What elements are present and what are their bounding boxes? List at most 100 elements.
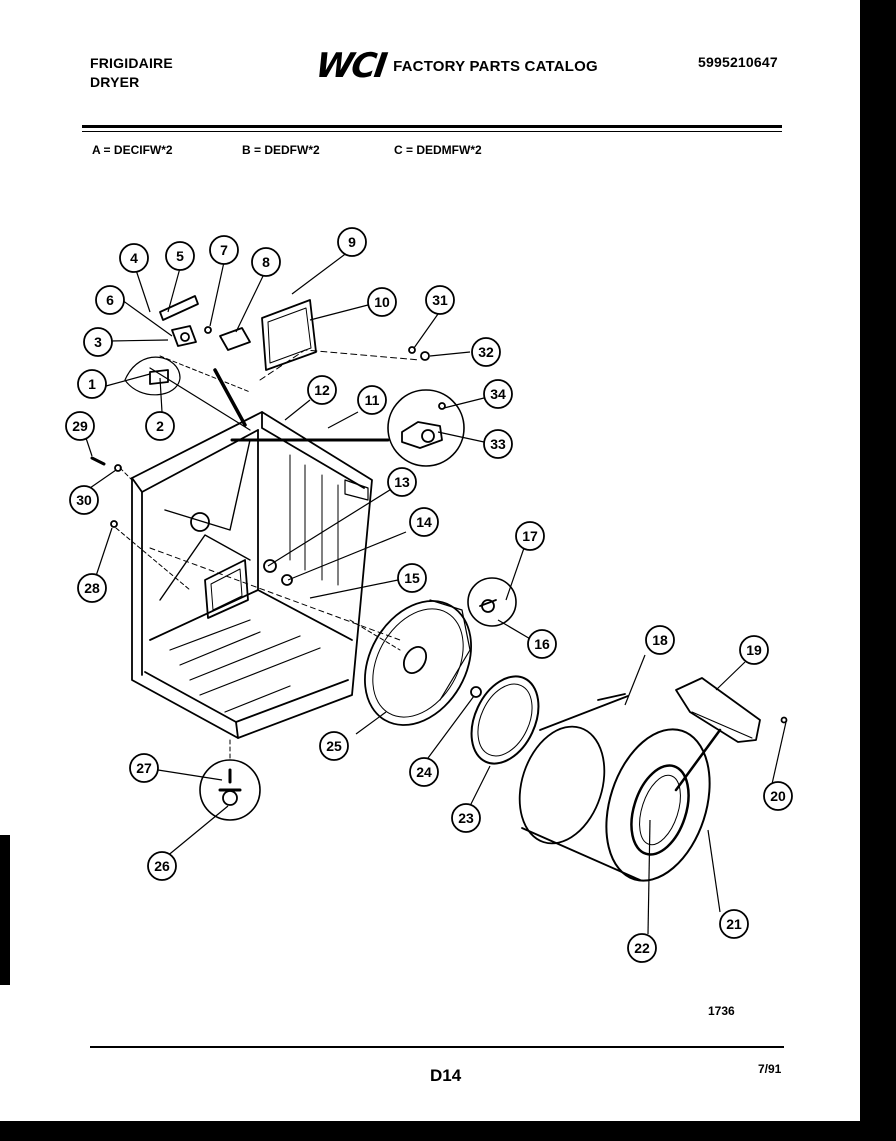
callout-30: 30 [69, 485, 99, 515]
callout-23: 23 [451, 803, 481, 833]
catalog-date: 7/91 [758, 1062, 782, 1076]
callout-4: 4 [119, 243, 149, 273]
callout-circle [483, 379, 513, 409]
callout-6: 6 [95, 285, 125, 315]
callout-number: 24 [416, 764, 432, 780]
footer-rule [90, 1046, 784, 1048]
callout-number: 4 [130, 250, 138, 266]
callout-number: 3 [94, 334, 102, 350]
callout-number: 6 [106, 292, 114, 308]
callout-number: 26 [154, 858, 170, 874]
callout-number: 8 [262, 254, 270, 270]
callout-21: 21 [719, 909, 749, 939]
callout-circle [409, 507, 439, 537]
callout-number: 33 [490, 436, 506, 452]
callout-number: 22 [634, 940, 650, 956]
scan-border-bottom [0, 1121, 896, 1141]
callout-13: 13 [387, 467, 417, 497]
callout-circle [483, 429, 513, 459]
callout-circle [145, 411, 175, 441]
product-name: DRYER [90, 74, 140, 90]
callout-circle [515, 521, 545, 551]
callout-circle [645, 625, 675, 655]
callout-number: 14 [416, 514, 432, 530]
callout-33: 33 [483, 429, 513, 459]
callout-circle [387, 467, 417, 497]
callout-circle [209, 235, 239, 265]
callout-circle [527, 629, 557, 659]
cabinet [131, 411, 373, 739]
callout-circle [319, 731, 349, 761]
callout-1: 1 [77, 369, 107, 399]
callout-circle [165, 241, 195, 271]
callout-number: 10 [374, 294, 390, 310]
brand-name: FRIGIDAIRE [90, 55, 173, 71]
callout-18: 18 [645, 625, 675, 655]
callout-number: 1 [88, 376, 96, 392]
header-rule [82, 125, 782, 128]
callout-16: 16 [527, 629, 557, 659]
callout-circle [627, 933, 657, 963]
callout-number: 17 [522, 528, 538, 544]
model-a: A = DECIFW*2 [92, 143, 173, 157]
callout-19: 19 [739, 635, 769, 665]
callout-number: 16 [534, 636, 550, 652]
drum [518, 693, 711, 882]
catalog-title: WCI FACTORY PARTS CATALOG [313, 46, 598, 86]
callout-24: 24 [409, 757, 439, 787]
brand-block: FRIGIDAIRE DRYER [90, 54, 173, 92]
callout-number: 25 [326, 738, 342, 754]
callout-circle [77, 573, 107, 603]
callout-number: 5 [176, 248, 184, 264]
callout-12: 12 [307, 375, 337, 405]
callout-3: 3 [83, 327, 113, 357]
figure-number: 1736 [708, 1004, 735, 1018]
callout-circle [77, 369, 107, 399]
callout-number: 18 [652, 632, 668, 648]
callout-circle [409, 757, 439, 787]
callout-15: 15 [397, 563, 427, 593]
model-c: C = DEDMFW*2 [394, 143, 482, 157]
callout-number: 11 [365, 392, 380, 408]
callout-circle [471, 337, 501, 367]
callout-number: 15 [404, 570, 420, 586]
callout-number: 2 [156, 418, 164, 434]
callout-5: 5 [165, 241, 195, 271]
callout-34: 34 [483, 379, 513, 409]
callout-circle [719, 909, 749, 939]
callout-number: 30 [76, 492, 92, 508]
callout-2: 2 [145, 411, 175, 441]
callout-22: 22 [627, 933, 657, 963]
header-rule-thin [82, 131, 782, 132]
callout-circle [95, 285, 125, 315]
callout-number: 29 [72, 418, 88, 434]
callout-9: 9 [337, 227, 367, 257]
callout-11: 11 [357, 385, 387, 415]
callout-number: 31 [432, 292, 448, 308]
callout-number: 21 [726, 916, 742, 932]
callout-10: 10 [367, 287, 397, 317]
callout-29: 29 [65, 411, 95, 441]
callout-26: 26 [147, 851, 177, 881]
callout-number: 27 [136, 760, 152, 776]
callout-7: 7 [209, 235, 239, 265]
callout-number: 34 [490, 386, 506, 402]
callout-circle [307, 375, 337, 405]
callout-circle [451, 803, 481, 833]
callout-number: 20 [770, 788, 786, 804]
callout-circle [397, 563, 427, 593]
callout-number: 9 [348, 234, 356, 250]
callout-circle [129, 753, 159, 783]
callout-31: 31 [425, 285, 455, 315]
scan-border-right [860, 0, 896, 1141]
callout-17: 17 [515, 521, 545, 551]
callout-circle [357, 385, 387, 415]
callout-number: 32 [478, 344, 494, 360]
scan-border-mark [0, 835, 10, 985]
callout-circle [251, 247, 281, 277]
callout-circle [69, 485, 99, 515]
callout-number: 13 [394, 474, 410, 490]
callout-circle [119, 243, 149, 273]
callout-circle [367, 287, 397, 317]
